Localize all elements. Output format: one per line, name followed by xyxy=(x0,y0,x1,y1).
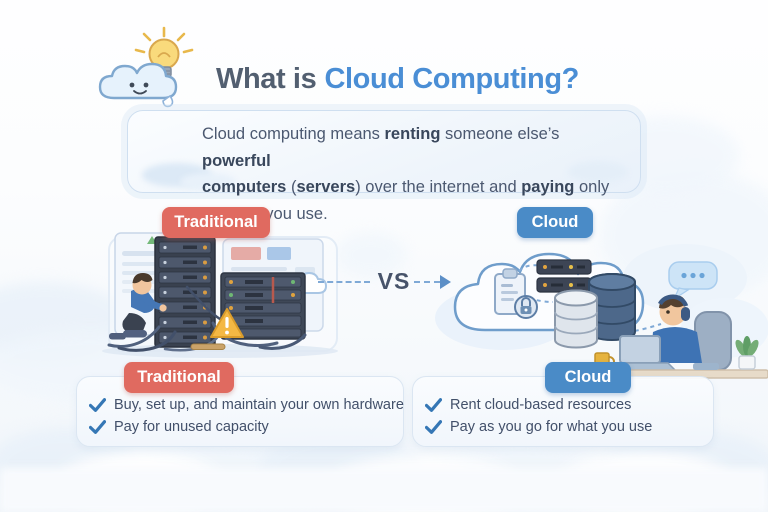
checklist-item: Buy, set up, and maintain your own hardw… xyxy=(89,394,404,416)
cloud-servers-icon xyxy=(536,259,592,293)
remote-worker-illustration xyxy=(632,294,702,363)
checklist-item: Rent cloud-based resources xyxy=(425,394,713,416)
title-prefix: What is xyxy=(216,63,317,96)
cloud-label-bottom: Cloud xyxy=(545,362,631,393)
definition-box: Cloud computing means renting someone el… xyxy=(127,110,641,223)
check-icon xyxy=(425,420,442,434)
checklist-item-text: Pay for unused capacity xyxy=(114,419,269,435)
checklist-item-text: Rent cloud-based resources xyxy=(450,397,632,413)
server-rack-side-icon xyxy=(220,272,306,340)
dashed-arrow-line xyxy=(414,281,440,283)
cloud-checklist: Rent cloud-based resources Pay as you go… xyxy=(413,377,713,438)
database-icon xyxy=(554,273,636,349)
traditional-label-top: Traditional xyxy=(162,207,270,238)
tablet xyxy=(693,363,719,370)
warning-icon xyxy=(210,308,244,338)
dashed-connector-left xyxy=(318,281,370,283)
cloud-decoration xyxy=(568,161,628,183)
checklist-item: Pay as you go for what you use xyxy=(425,416,713,438)
cloud-decoration xyxy=(180,173,236,191)
traditional-illustration xyxy=(95,227,340,359)
title-highlight: Cloud Computing? xyxy=(324,63,579,96)
cloud-lightbulb-mascot-icon xyxy=(92,26,214,108)
chat-bubble-icon xyxy=(668,261,718,301)
checklist-item: Pay for unused capacity xyxy=(89,416,403,438)
definition-text: Cloud computing means renting someone el… xyxy=(202,125,610,223)
checklist-item-text: Buy, set up, and maintain your own hardw… xyxy=(114,397,404,413)
cloud-illustration xyxy=(423,220,768,392)
vs-text: VS xyxy=(377,268,411,294)
check-icon xyxy=(425,398,442,412)
check-icon xyxy=(89,420,106,434)
plant-icon xyxy=(735,336,759,370)
traditional-checklist: Buy, set up, and maintain your own hardw… xyxy=(77,377,404,438)
technician-illustration xyxy=(109,273,167,340)
checklist-item-text: Pay as you go for what you use xyxy=(450,419,653,435)
dashed-arrow-right-icon xyxy=(440,275,451,289)
traditional-label-bottom: Traditional xyxy=(124,362,234,393)
background-bottom-wash xyxy=(0,468,768,512)
cable-tie xyxy=(190,343,226,350)
server-rack-main-icon xyxy=(154,236,216,348)
check-icon xyxy=(89,398,106,412)
clipboard-lock-icon xyxy=(494,268,538,319)
cloud-label-top: Cloud xyxy=(517,207,593,238)
background-cloud xyxy=(336,232,406,278)
cloud-mascot-face xyxy=(98,62,178,108)
